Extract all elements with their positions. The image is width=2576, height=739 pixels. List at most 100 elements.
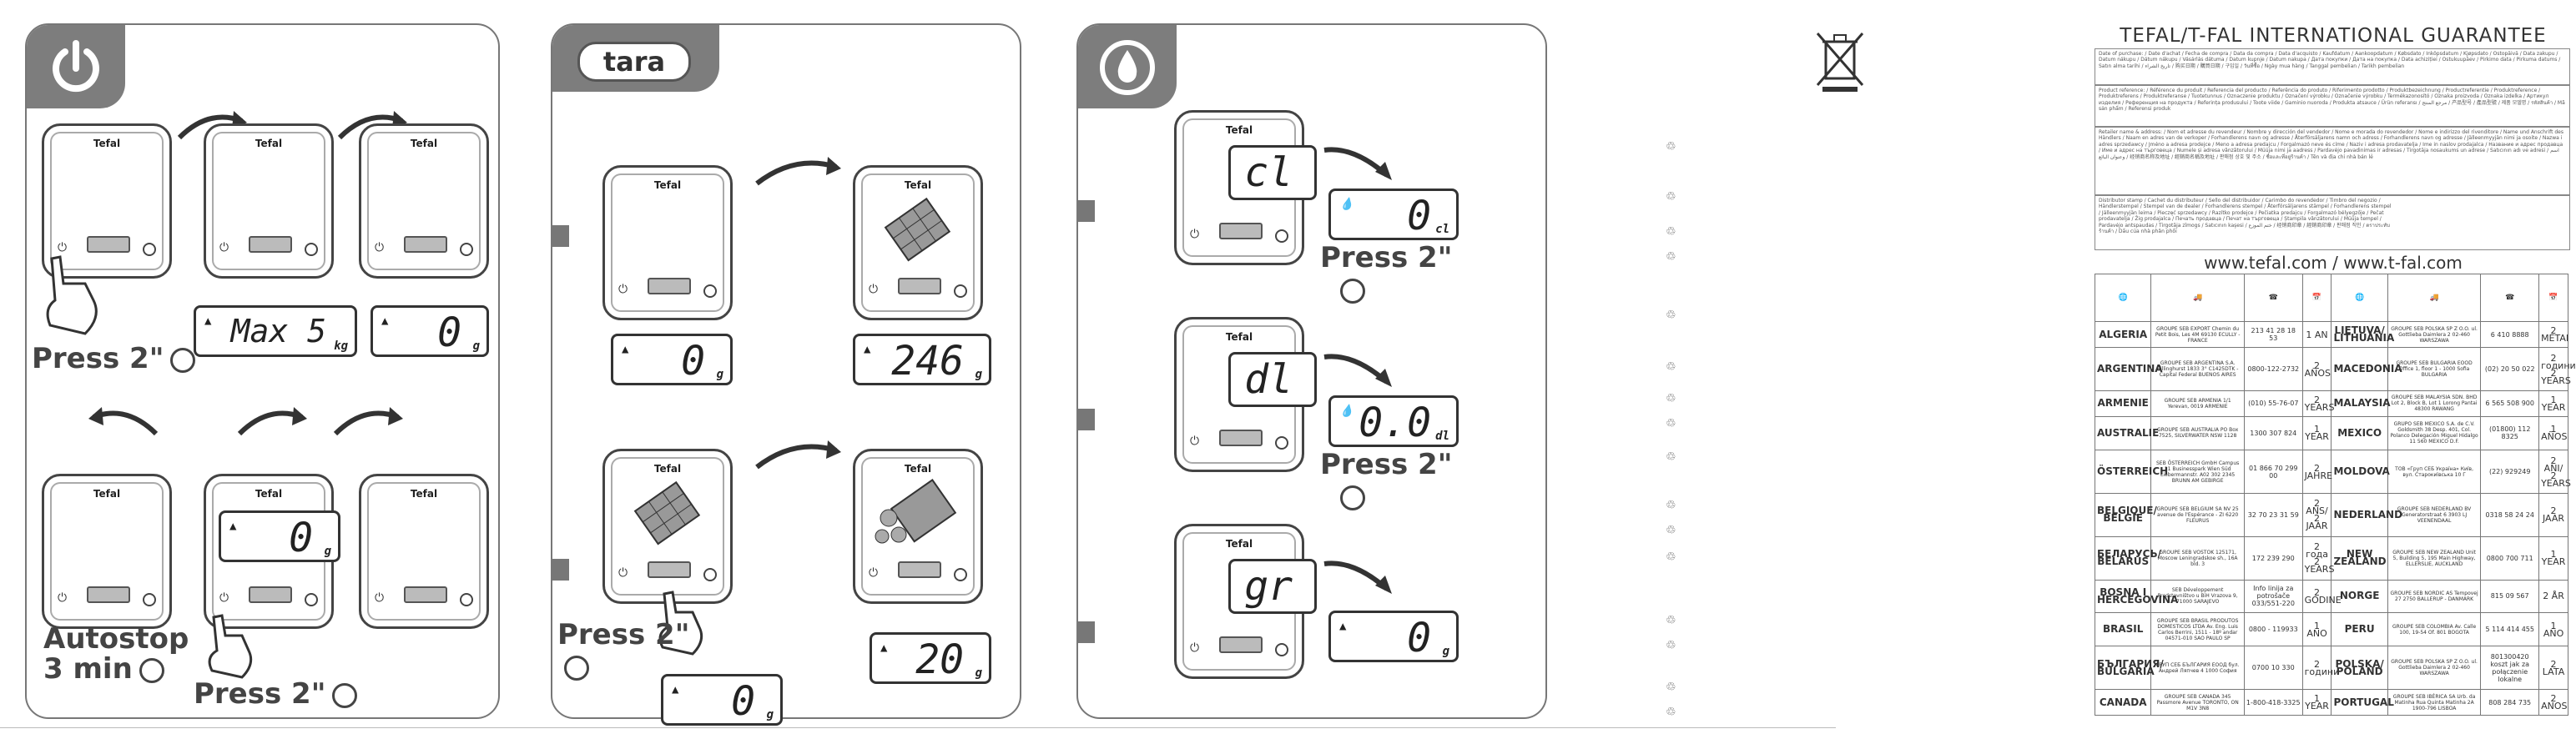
triangle-icon: ▲ — [204, 314, 212, 328]
scale-screen — [898, 278, 941, 294]
right-phone-cell: 808 284 735 — [2480, 689, 2540, 716]
scale-off-bottom-2: Tefal ⏻ — [359, 474, 489, 629]
right-phone-cell: (22) 929249 — [2480, 450, 2540, 495]
autostop-label: Autostop 3 min — [43, 624, 189, 684]
recycle-icon: ♲ — [1666, 190, 1676, 204]
scale-screen — [648, 278, 691, 294]
retailer-box: Retailer name & address: / Nom et adress… — [2095, 127, 2570, 195]
hand-pressing-icon — [208, 614, 253, 679]
left-phone-cell: Info linija za potrošače 033/551-220 — [2243, 579, 2303, 613]
scale-with-more: Tefal ⏻ — [853, 449, 983, 604]
unit-display-value: cl — [1244, 149, 1293, 196]
right-phone-cell: 0318 58 24 24 — [2480, 493, 2540, 537]
power-button-icon: ⏻ — [219, 591, 229, 605]
left-country-cell: BOSNA I HERCEGOVINA — [2094, 579, 2178, 613]
left-address-cell: GROUPE SEB ARGENTINA S.A. Billinghurst 1… — [2150, 347, 2245, 391]
address-truck-icon: 🚚 — [2387, 273, 2482, 323]
right-years-cell: 2 ANOS — [2538, 689, 2568, 716]
scale-brand: Tefal — [410, 488, 438, 500]
autostop-line1: Autostop — [43, 622, 189, 656]
display-unit: dl — [1435, 430, 1449, 443]
right-address-cell: GROUPE SEB COLOMBIA Av. Calle 100, 19-54… — [2387, 611, 2482, 647]
power-button-icon: ⏻ — [58, 591, 68, 605]
right-country-cell: NEW ZEALAND — [2331, 535, 2388, 581]
right-address-cell: GROUPE SEB NORDIC AS Tempovej 27 2750 BA… — [2387, 579, 2482, 613]
calendar-icon: 📅 — [2301, 273, 2332, 323]
press-2s-label: Press 2" — [1320, 242, 1452, 305]
left-address-cell: GROUPE SEB CANADA 345 Passmore Avenue TO… — [2150, 689, 2245, 716]
timer-icon — [332, 682, 358, 708]
retailer-text: Retailer name & address: / Nom et adress… — [2099, 129, 2563, 160]
right-phone-cell: (02) 20 50 022 — [2480, 347, 2540, 391]
recycle-icon: ♲ — [1666, 140, 1676, 153]
right-address-cell: GROUPE SEB NEDERLAND BV Generatorstraat … — [2387, 493, 2482, 537]
panel-power: Tefal ⏻ Tefal ⏻ Tefal ⏻ ▲ Max 5 kg ▲ 0 g… — [25, 23, 500, 719]
right-phone-cell: 0800 700 711 — [2480, 535, 2540, 581]
section-marker — [1076, 409, 1095, 430]
right-address-cell: GROUPE SEB BULGARIA EOOD Office 1, floor… — [2387, 347, 2482, 391]
power-button-icon: ⏻ — [869, 566, 879, 580]
right-phone-cell: 6 410 8888 — [2480, 321, 2540, 349]
unit-display-gr: gr — [1228, 559, 1317, 614]
press-label-text: Press 2" — [194, 677, 326, 711]
tara-button-icon — [1275, 436, 1288, 450]
table-header-row: 🌐 🚚 ☎ 📅 🌐 🚚 ☎ 📅 — [2094, 273, 2568, 323]
product-reference-text: Product reference: / Référence du produi… — [2099, 88, 2565, 113]
triangle-icon: ▲ — [1339, 620, 1347, 633]
display-cl-value: 💧 0 cl — [1328, 189, 1459, 240]
left-phone-cell: 1-800-418-3325 — [2243, 689, 2303, 716]
left-years-cell: 2 года 2 YEARS — [2301, 535, 2334, 581]
right-address-cell: GROUPE SEB POLSKA SP Z O.O. ul. Gottlieb… — [2387, 321, 2482, 349]
left-years-cell: 2 YEARS — [2301, 390, 2334, 417]
power-icon — [53, 40, 99, 93]
ingredients-icon — [875, 479, 957, 544]
left-address-cell: SEB Développement Predstavništvo u BiH V… — [2150, 579, 2245, 613]
left-years-cell: 2 ANS/ 2 JAAR — [2301, 493, 2332, 537]
tara-button-icon — [460, 593, 473, 606]
right-country-cell: MACEDONIA — [2331, 347, 2402, 391]
press-2s-label: Press 2" — [1320, 449, 1452, 512]
guarantee-url: www.tefal.com / www.t-fal.com — [2204, 253, 2463, 273]
recycle-icon: ♲ — [1666, 639, 1676, 652]
scale-brand: Tefal — [653, 179, 682, 191]
left-phone-cell: 0700 10 330 — [2243, 646, 2303, 691]
scale-screen — [249, 236, 292, 253]
left-address-cell: GROUPE SEB BRASIL PRODUTOS DOMESTICOS LT… — [2150, 611, 2245, 647]
left-address-cell: SEB ÖSTERREICH GmbH Campus 21 Businesspa… — [2150, 450, 2245, 495]
scale-screen — [87, 236, 130, 253]
unit-display-value: dl — [1244, 356, 1293, 403]
scale-brand: Tefal — [255, 488, 283, 500]
right-years-cell: 1 YEAR — [2538, 390, 2568, 417]
left-phone-cell: (010) 55-76-07 — [2243, 390, 2303, 417]
recycle-icon: ♲ — [1666, 681, 1676, 694]
recycle-icon: ♲ — [1666, 614, 1676, 627]
recycle-icon: ♲ — [1666, 250, 1676, 264]
weee-crossed-bin-icon — [1816, 33, 1864, 92]
left-years-cell: 1 ANO — [2301, 611, 2332, 647]
recycle-icon: ♲ — [1666, 360, 1676, 374]
drop-small-icon: 💧 — [1339, 405, 1354, 418]
right-address-cell: GROUPE SEB NEW ZEALAND Unit 5, Building … — [2387, 535, 2482, 581]
right-address-cell: GRUPO SEB MEXICO S.A. de C.V. Goldsmith … — [2387, 415, 2482, 451]
tara-badge: tara — [552, 25, 719, 92]
globe-icon: 🌐 — [2094, 273, 2152, 323]
triangle-icon: ▲ — [880, 641, 888, 655]
display-20: ▲ 20 g — [870, 632, 991, 684]
tara-button-icon — [954, 284, 967, 298]
power-button-icon: ⏻ — [375, 241, 385, 254]
right-phone-cell: 5 114 414 455 — [2480, 611, 2540, 647]
left-country-cell: BRASIL — [2094, 611, 2152, 647]
display-zero-bottom: ▲ 0 g — [219, 510, 340, 562]
scale-screen — [898, 561, 941, 578]
recycle-icon: ♲ — [1666, 499, 1676, 512]
right-years-cell: 1 AÑOS — [2538, 415, 2568, 451]
arrow-right-icon — [1323, 561, 1392, 594]
guarantee-title: TEFAL/T-FAL INTERNATIONAL GUARANTEE — [2120, 25, 2547, 47]
scale-brand: Tefal — [1225, 124, 1253, 136]
display-unit: cl — [1435, 223, 1449, 236]
recycle-icon: ♲ — [1666, 524, 1676, 537]
section-marker — [1076, 621, 1095, 643]
